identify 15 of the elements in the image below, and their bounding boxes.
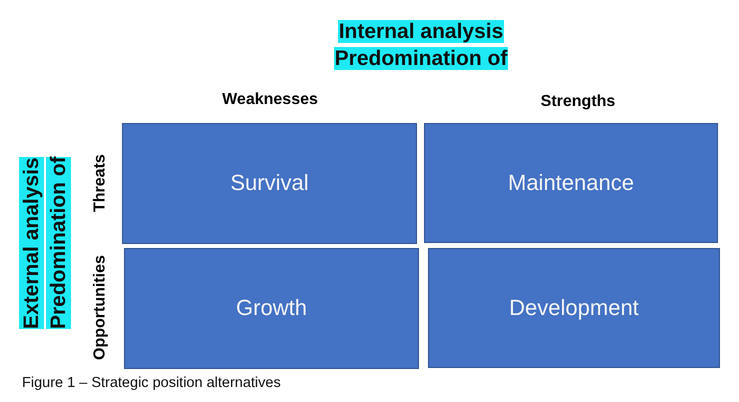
- highlighted-axis-heading: External analysis Predomination of: [18, 155, 72, 332]
- quadrant-title: Development: [509, 294, 639, 322]
- quadrant-box: [124, 248, 419, 369]
- quadrant-box: [424, 123, 718, 243]
- quadrant-title: Growth: [236, 295, 307, 322]
- figure-caption: Figure 1 – Strategic position alternatives: [22, 375, 281, 392]
- column-heading: Weaknesses: [222, 90, 318, 110]
- highlighted-axis-heading: Internal analysis Predomination of: [332, 19, 510, 72]
- quadrant-box: [122, 123, 417, 244]
- quadrant-title: Maintenance: [508, 170, 634, 196]
- row-heading: Opportunities: [90, 256, 110, 360]
- column-heading: Strengths: [540, 92, 616, 112]
- quadrant-title: Survival: [230, 170, 309, 197]
- row-heading: Threats: [90, 154, 110, 212]
- quadrant-box: [428, 248, 720, 368]
